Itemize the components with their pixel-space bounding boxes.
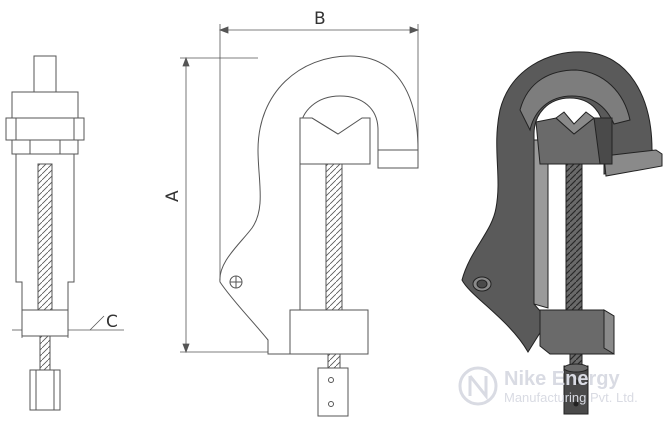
dimension-b-label: B [314, 9, 326, 29]
watermark-logo-icon [458, 366, 498, 406]
side-view-screw [37, 163, 53, 311]
front-view-c-body [219, 55, 419, 355]
iso-view-lower-block [539, 309, 615, 355]
watermark: Nike Energy Manufacturing Pvt. Ltd. [458, 366, 638, 406]
side-view [5, 55, 85, 411]
dimension-b [218, 24, 420, 280]
iso-view-screw [565, 163, 583, 315]
dimension-a-label: A [163, 190, 183, 202]
watermark-company-name: Nike Energy [504, 368, 620, 390]
side-view-handle [29, 369, 61, 411]
front-view-v-jaw [299, 117, 371, 165]
front-view [219, 55, 419, 417]
dimension-a [180, 56, 268, 354]
dimension-c-label: C [106, 312, 118, 332]
dimension-c [12, 315, 124, 338]
iso-view [461, 51, 663, 415]
side-view-top-plate [33, 55, 57, 97]
front-view-screw [325, 163, 343, 319]
side-view-jaw-block [21, 309, 69, 337]
watermark-company-subtitle: Manufacturing Pvt. Ltd. [504, 390, 638, 405]
front-view-handle [317, 367, 349, 417]
